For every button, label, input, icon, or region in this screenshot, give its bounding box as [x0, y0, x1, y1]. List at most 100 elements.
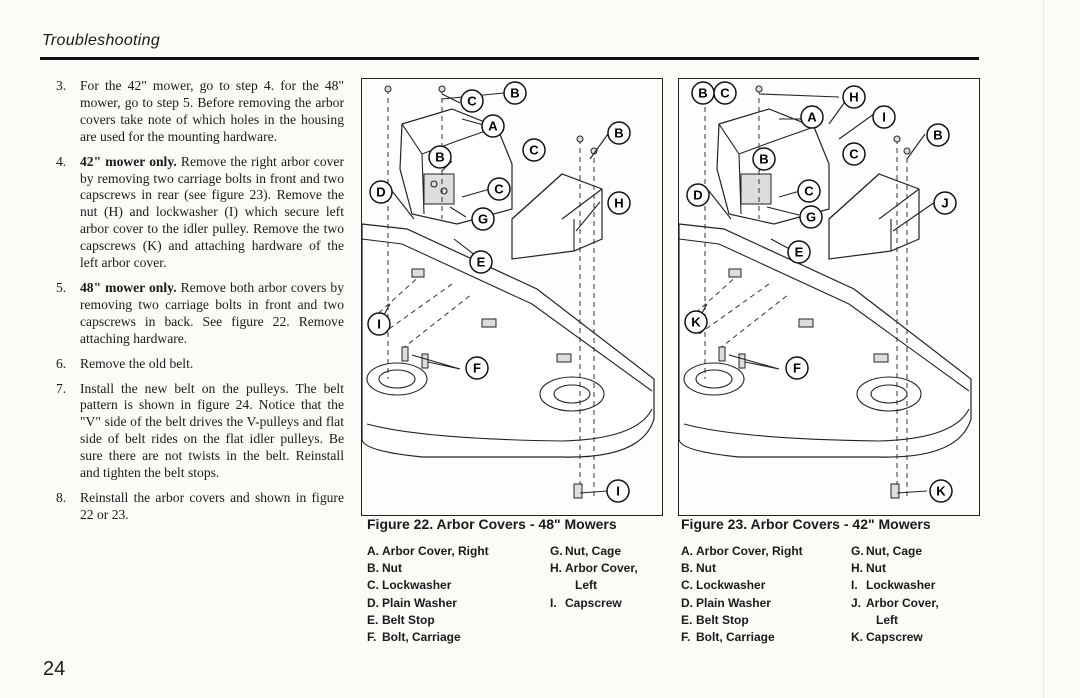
- legend-item: I.Capscrew: [550, 595, 622, 610]
- step-body: Remove both arbor covers by removing two…: [80, 279, 344, 346]
- step-text: Install the new belt on the pulleys. The…: [80, 381, 344, 482]
- callout-c: C: [713, 81, 737, 105]
- legend-item: C.Lockwasher: [367, 578, 452, 593]
- steps-list: 3. For the 42" mower, go to step 4. for …: [44, 78, 344, 532]
- legend-item: E.Belt Stop: [681, 612, 749, 627]
- legend-item: B.Nut: [367, 561, 402, 576]
- legend-item: H.Nut: [851, 561, 886, 576]
- svg-text:G: G: [806, 210, 816, 225]
- step-body: Install the new belt on the pulleys. The…: [80, 380, 344, 481]
- step-item: 5. 48" mower only. Remove both arbor cov…: [44, 280, 344, 348]
- svg-text:B: B: [759, 152, 768, 167]
- callout-i: I: [367, 312, 391, 336]
- figure-22-caption: Figure 22. Arbor Covers - 48" Mowers: [367, 516, 617, 532]
- legend-right-column: G.Nut, Cage H.Nut I.Lockwasher J.Arbor C…: [851, 543, 939, 646]
- svg-text:E: E: [477, 255, 486, 270]
- svg-text:D: D: [376, 185, 385, 200]
- callout-k: K: [684, 310, 708, 334]
- callout-c: C: [797, 179, 821, 203]
- step-text: For the 42" mower, go to step 4. for the…: [80, 78, 344, 146]
- legend-item: F.Bolt, Carriage: [681, 630, 775, 645]
- svg-text:C: C: [849, 147, 859, 162]
- legend-item: G.Nut, Cage: [550, 544, 622, 558]
- callout-b: B: [752, 147, 776, 171]
- step-item: 3. For the 42" mower, go to step 4. for …: [44, 78, 344, 146]
- svg-text:E: E: [795, 245, 804, 260]
- svg-text:H: H: [849, 90, 858, 105]
- callout-h: H: [607, 191, 631, 215]
- svg-text:I: I: [616, 484, 620, 499]
- callout-e: E: [787, 240, 811, 264]
- step-number: 8.: [56, 489, 67, 505]
- step-body: Reinstall the arbor covers and shown in …: [80, 489, 344, 522]
- svg-text:G: G: [478, 212, 488, 227]
- svg-text:I: I: [377, 317, 381, 332]
- svg-text:H: H: [614, 196, 623, 211]
- callout-b: B: [691, 81, 715, 105]
- svg-text:C: C: [494, 182, 504, 197]
- callout-f: F: [465, 356, 489, 380]
- svg-text:F: F: [793, 361, 801, 376]
- callout-d: D: [686, 183, 710, 207]
- step-item: 6. Remove the old belt.: [44, 356, 344, 373]
- step-number: 5.: [56, 279, 67, 295]
- step-item: 7. Install the new belt on the pulleys. …: [44, 381, 344, 482]
- step-text: Remove the old belt.: [80, 356, 193, 373]
- callout-d: D: [369, 180, 393, 204]
- step-number: 4.: [56, 153, 67, 169]
- legend-item: B.Nut: [681, 561, 716, 576]
- legend-item: G.Nut, Cage: [851, 544, 923, 558]
- step-lead: 48" mower only.: [80, 279, 177, 295]
- callout-b: B: [428, 145, 452, 169]
- step-body: Remove the right arbor cover by removing…: [80, 153, 344, 271]
- svg-text:B: B: [933, 128, 942, 143]
- legend-item: F.Bolt, Carriage: [367, 630, 461, 645]
- svg-text:J: J: [941, 196, 948, 211]
- svg-text:K: K: [936, 484, 946, 499]
- legend-left-column: A.Arbor Cover, Right B.Nut C.Lockwasher …: [681, 543, 803, 646]
- arbor-cover-diagram-42: B C H A I B B C D C G J E K F K: [679, 81, 972, 503]
- header-rule: [40, 57, 979, 60]
- arbor-cover-diagram-48: C B A C B B D C G H E I F I: [362, 81, 655, 503]
- legend-item: I.Lockwasher: [851, 578, 936, 593]
- step-body: For the 42" mower, go to step 4. for the…: [80, 78, 344, 144]
- section-header: Troubleshooting: [42, 32, 161, 49]
- legend-item: J.Arbor Cover,: [851, 595, 939, 610]
- legend-item: D.Plain Washer: [367, 595, 457, 610]
- legend-item: Left: [876, 612, 898, 627]
- svg-text:C: C: [720, 86, 730, 101]
- callout-c: C: [460, 89, 484, 113]
- callout-g: G: [471, 207, 495, 231]
- figure-23-illustration: B C H A I B B C D C G J E K F K: [678, 78, 980, 516]
- callout-h: H: [842, 85, 866, 109]
- page-number: 24: [43, 658, 66, 680]
- step-item: 8. Reinstall the arbor covers and shown …: [44, 490, 344, 524]
- callout-i: I: [606, 479, 630, 503]
- callout-c: C: [487, 177, 511, 201]
- step-number: 6.: [56, 355, 67, 371]
- legend-item: E.Belt Stop: [367, 612, 435, 627]
- callout-e: E: [469, 250, 493, 274]
- svg-text:B: B: [698, 86, 707, 101]
- svg-text:B: B: [510, 86, 519, 101]
- callout-a: A: [800, 105, 824, 129]
- svg-text:B: B: [614, 126, 623, 141]
- mower-deck: [362, 223, 655, 458]
- arbor-cover-left: [828, 173, 920, 260]
- step-text: 48" mower only. Remove both arbor covers…: [80, 280, 344, 348]
- step-text: Reinstall the arbor covers and shown in …: [80, 490, 344, 524]
- callout-c: C: [522, 138, 546, 162]
- legend-item: D.Plain Washer: [681, 595, 771, 610]
- step-body: Remove the old belt.: [80, 355, 194, 371]
- legend-item: K.Capscrew: [851, 630, 923, 645]
- svg-text:D: D: [693, 188, 702, 203]
- step-number: 7.: [56, 380, 67, 396]
- figure-23-caption: Figure 23. Arbor Covers - 42" Mowers: [681, 516, 931, 532]
- legend-item: C.Lockwasher: [681, 578, 766, 593]
- svg-text:A: A: [488, 119, 498, 134]
- legend-right-column: G.Nut, Cage H.Arbor Cover, Left I.Capscr…: [550, 543, 638, 612]
- figure-22-illustration: C B A C B B D C G H E I F I: [361, 78, 663, 516]
- step-text: 42" mower only. Remove the right arbor c…: [80, 154, 344, 272]
- legend-item: H.Arbor Cover,: [550, 561, 638, 576]
- svg-text:C: C: [529, 143, 539, 158]
